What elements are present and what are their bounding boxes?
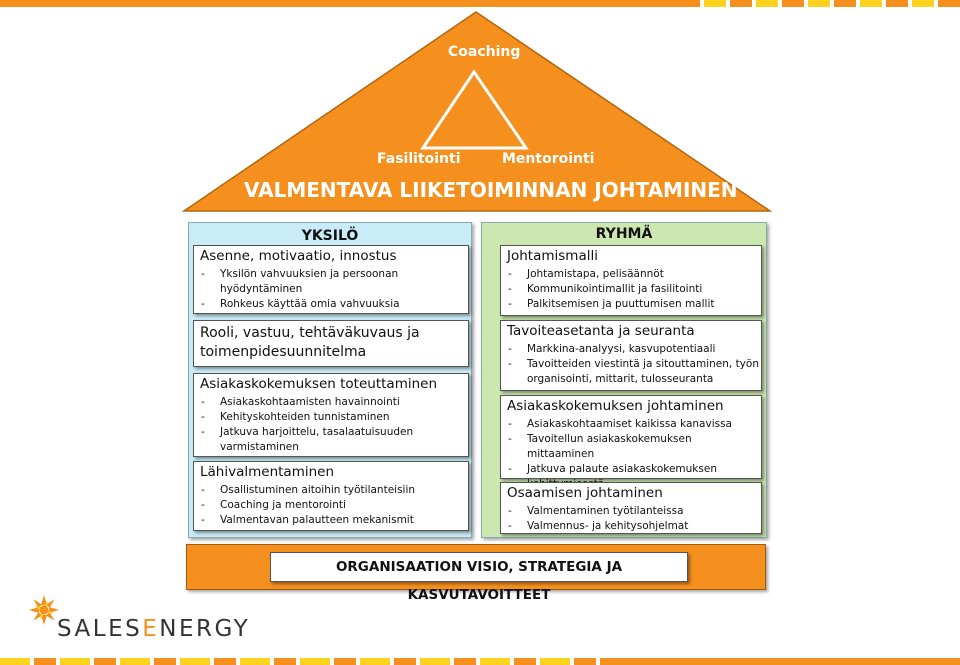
left-box-1: Asenne, motivaatio, innostus Yksilön vah…: [193, 245, 469, 314]
bar-segment: [756, 0, 778, 7]
bar-segment: [834, 0, 856, 7]
right-box-4: Osaamisen johtaminen Valmentaminen työti…: [500, 482, 762, 534]
bar-segment: [808, 0, 830, 7]
list-item: Kehityskohteiden tunnistaminen: [194, 410, 468, 425]
list-item: Yksilön vahvuuksien ja persoonan hyödynt…: [194, 267, 468, 297]
bar-segment: [420, 658, 450, 665]
list-item: Markkina-analyysi, kasvupotentiaali: [501, 342, 761, 357]
bar-segment: [360, 658, 390, 665]
ryhma-heading: RYHMÄ: [595, 226, 653, 242]
bar-segment: [334, 658, 356, 665]
bar-segment: [860, 0, 882, 7]
list-item: Tavoitteiden viestintä ja sitouttaminen,…: [501, 357, 761, 387]
list-item: Tavoitellun asiakaskokemuksen mittaamine…: [501, 432, 761, 462]
list-item: Johtamistapa, pelisäännöt: [501, 267, 761, 282]
bar-segment: [60, 658, 90, 665]
list-item: Palkitsemisen ja puuttumisen mallit: [501, 297, 761, 312]
salesenergy-logo: [29, 595, 59, 625]
bottom-decorative-bar: [0, 658, 960, 665]
bar-segment: [600, 658, 960, 665]
bar-segment: [454, 658, 476, 665]
bar-segment: [480, 658, 510, 665]
left-box-4-title: Lähivalmentaminen: [200, 464, 335, 480]
right-box-1: Johtamismalli Johtamistapa, pelisäännöt …: [500, 245, 762, 316]
bar-segment: [214, 658, 236, 665]
bar-segment: [120, 658, 150, 665]
top-decorative-bar: [0, 0, 960, 7]
roof-shape: [181, 11, 773, 212]
list-item: Valmentavan palautteen mekanismit: [194, 513, 468, 528]
foundation-label: ORGANISAATION VISIO, STRATEGIA JA KASVUT…: [270, 552, 688, 603]
bar-segment: [782, 0, 804, 7]
bar-segment: [540, 658, 570, 665]
bar-segment: [34, 658, 56, 665]
bar-segment: [514, 658, 536, 665]
list-item: Jatkuva harjoittelu, tasalaatuisuuden va…: [194, 425, 468, 455]
right-box-4-title: Osaamisen johtaminen: [507, 485, 663, 501]
left-box-4: Lähivalmentaminen Osallistuminen aitoihi…: [193, 461, 469, 531]
bar-segment: [574, 658, 596, 665]
roof-label-mentorointi: Mentorointi: [502, 151, 595, 167]
bar-segment: [938, 0, 960, 7]
bar-segment: [886, 0, 908, 7]
bar-segment: [154, 658, 176, 665]
right-box-1-title: Johtamismalli: [507, 248, 598, 264]
list-item: Valmennus- ja kehitysohjelmat: [501, 519, 761, 534]
right-box-3: Asiakaskokemuksen johtaminen Asiakaskoht…: [500, 395, 762, 490]
bar-segment: [0, 0, 700, 7]
roof-label-fasilitointi: Fasilitointi: [377, 151, 461, 167]
logo-wordmark: SALESENERGY: [57, 616, 251, 642]
list-item: Rohkeus käyttää omia vahvuuksia: [194, 297, 468, 312]
bar-segment: [704, 0, 726, 7]
left-box-2: Rooli, vastuu, tehtäväkuvaus ja toimenpi…: [193, 320, 469, 367]
list-item: Coaching ja mentorointi: [194, 498, 468, 513]
roof-title: VALMENTAVA LIIKETOIMINNAN JOHTAMINEN: [244, 178, 738, 202]
list-item: Asiakaskohtaamiset kaikissa kanavissa: [501, 417, 761, 432]
bar-segment: [394, 658, 416, 665]
left-box-1-title: Asenne, motivaatio, innostus: [200, 248, 397, 264]
list-item: Asiakaskohtaamisten havainnointi: [194, 395, 468, 410]
bar-segment: [300, 658, 330, 665]
left-box-2-title: Rooli, vastuu, tehtäväkuvaus ja toimenpi…: [200, 325, 420, 360]
bar-segment: [240, 658, 270, 665]
bar-segment: [730, 0, 752, 7]
list-item: Valmentaminen työtilanteissa: [501, 504, 761, 519]
bar-segment: [0, 658, 30, 665]
left-box-3-title: Asiakaskokemuksen toteuttaminen: [200, 376, 438, 392]
bar-segment: [180, 658, 210, 665]
bar-segment: [274, 658, 296, 665]
left-box-3: Asiakaskokemuksen toteuttaminen Asiakask…: [193, 373, 469, 457]
right-box-3-title: Asiakaskokemuksen johtaminen: [507, 398, 724, 414]
yksilo-heading: YKSILÖ: [301, 228, 359, 244]
list-item: Osallistuminen aitoihin työtilanteisiin: [194, 483, 468, 498]
roof: [181, 11, 773, 212]
sun-icon: [29, 595, 59, 625]
list-item: Kommunikointimallit ja fasilitointi: [501, 282, 761, 297]
right-box-2: Tavoiteasetanta ja seuranta Markkina-ana…: [500, 320, 762, 391]
bar-segment: [94, 658, 116, 665]
right-box-2-title: Tavoiteasetanta ja seuranta: [507, 323, 695, 339]
bar-segment: [912, 0, 934, 7]
roof-label-coaching: Coaching: [448, 44, 521, 60]
coaching-triangle: [420, 69, 529, 150]
